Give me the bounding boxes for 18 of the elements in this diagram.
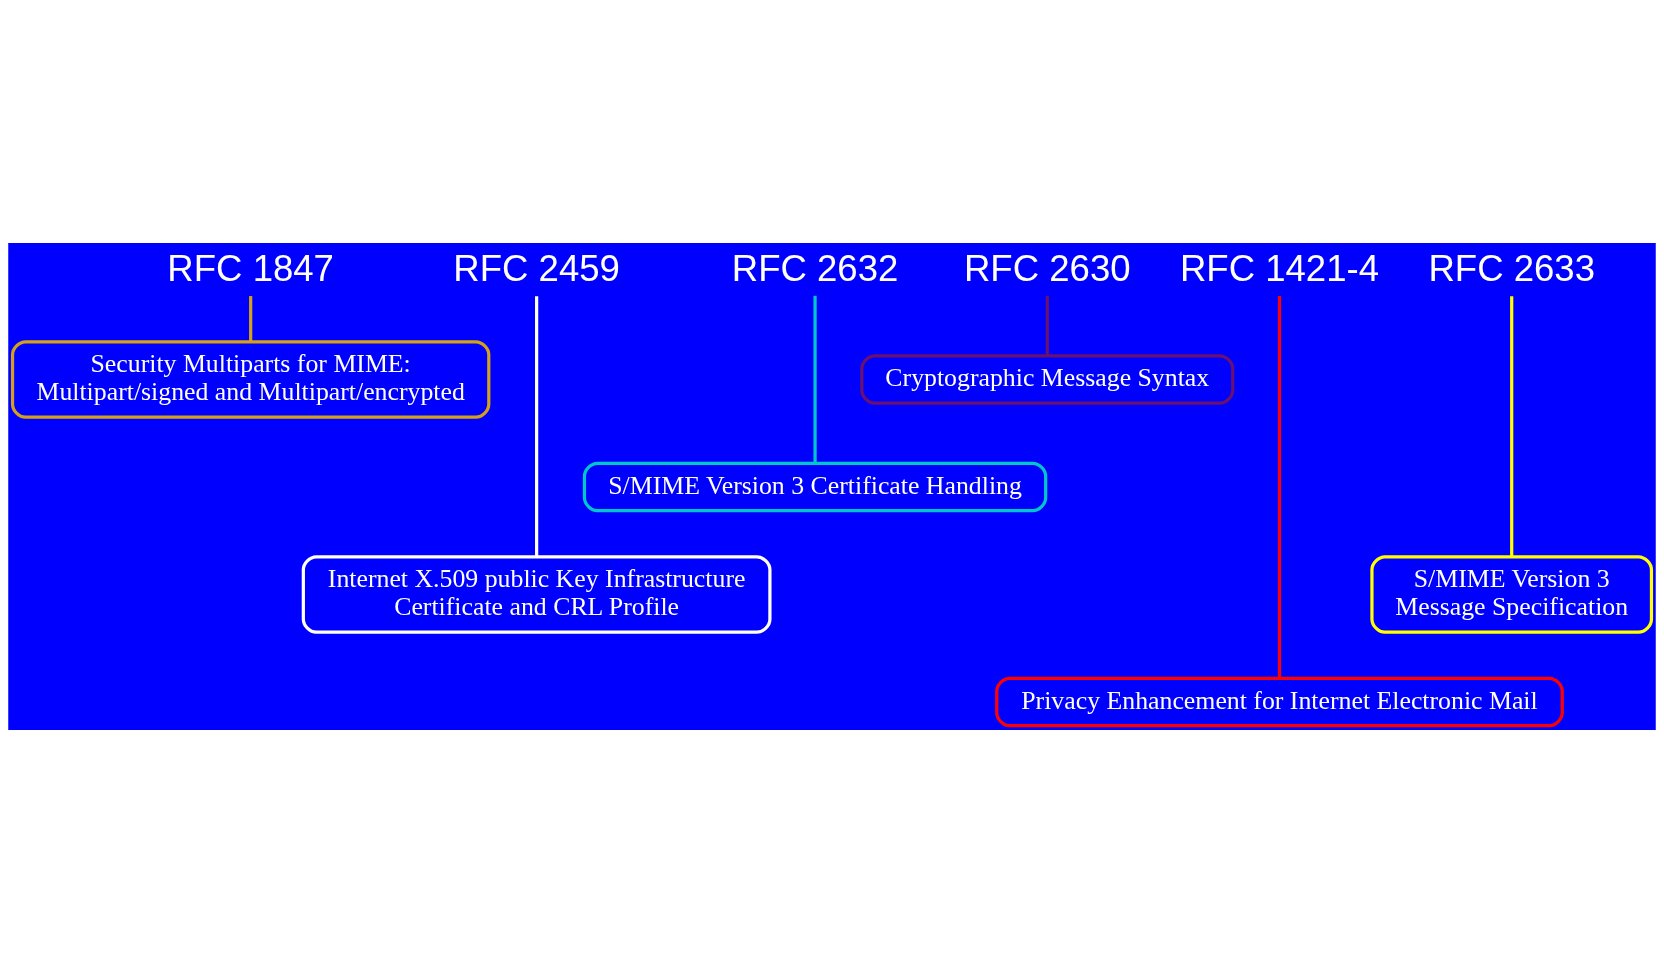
node-text: RFC 2632 [731, 247, 899, 289]
connector [1277, 295, 1282, 678]
connector [535, 295, 539, 556]
node-text: RFC 1421-4 [1179, 247, 1380, 289]
node-box: Security Multiparts for MIME: Multipart/signed and Multipart/encrypted [10, 339, 491, 419]
node-box: Internet X.509 public Key Infrastructure Certificate and CRL Profile [301, 554, 772, 634]
connector [249, 295, 253, 342]
node-text: RFC 2459 [453, 247, 620, 289]
node-box: S/MIME Version 3 Message Specification [1370, 554, 1654, 634]
connector [1510, 295, 1514, 556]
node-text: RFC 2633 [1428, 247, 1595, 289]
connector [813, 295, 817, 463]
node-box: S/MIME Version 3 Certificate Handling [582, 461, 1048, 512]
node-box: Cryptographic Message Syntax [860, 353, 1235, 405]
connector [1045, 295, 1049, 356]
node-text: RFC 2630 [963, 247, 1131, 289]
node-text: RFC 1847 [167, 247, 334, 289]
node-box: Privacy Enhancement for Internet Electronic Mail [995, 676, 1564, 727]
